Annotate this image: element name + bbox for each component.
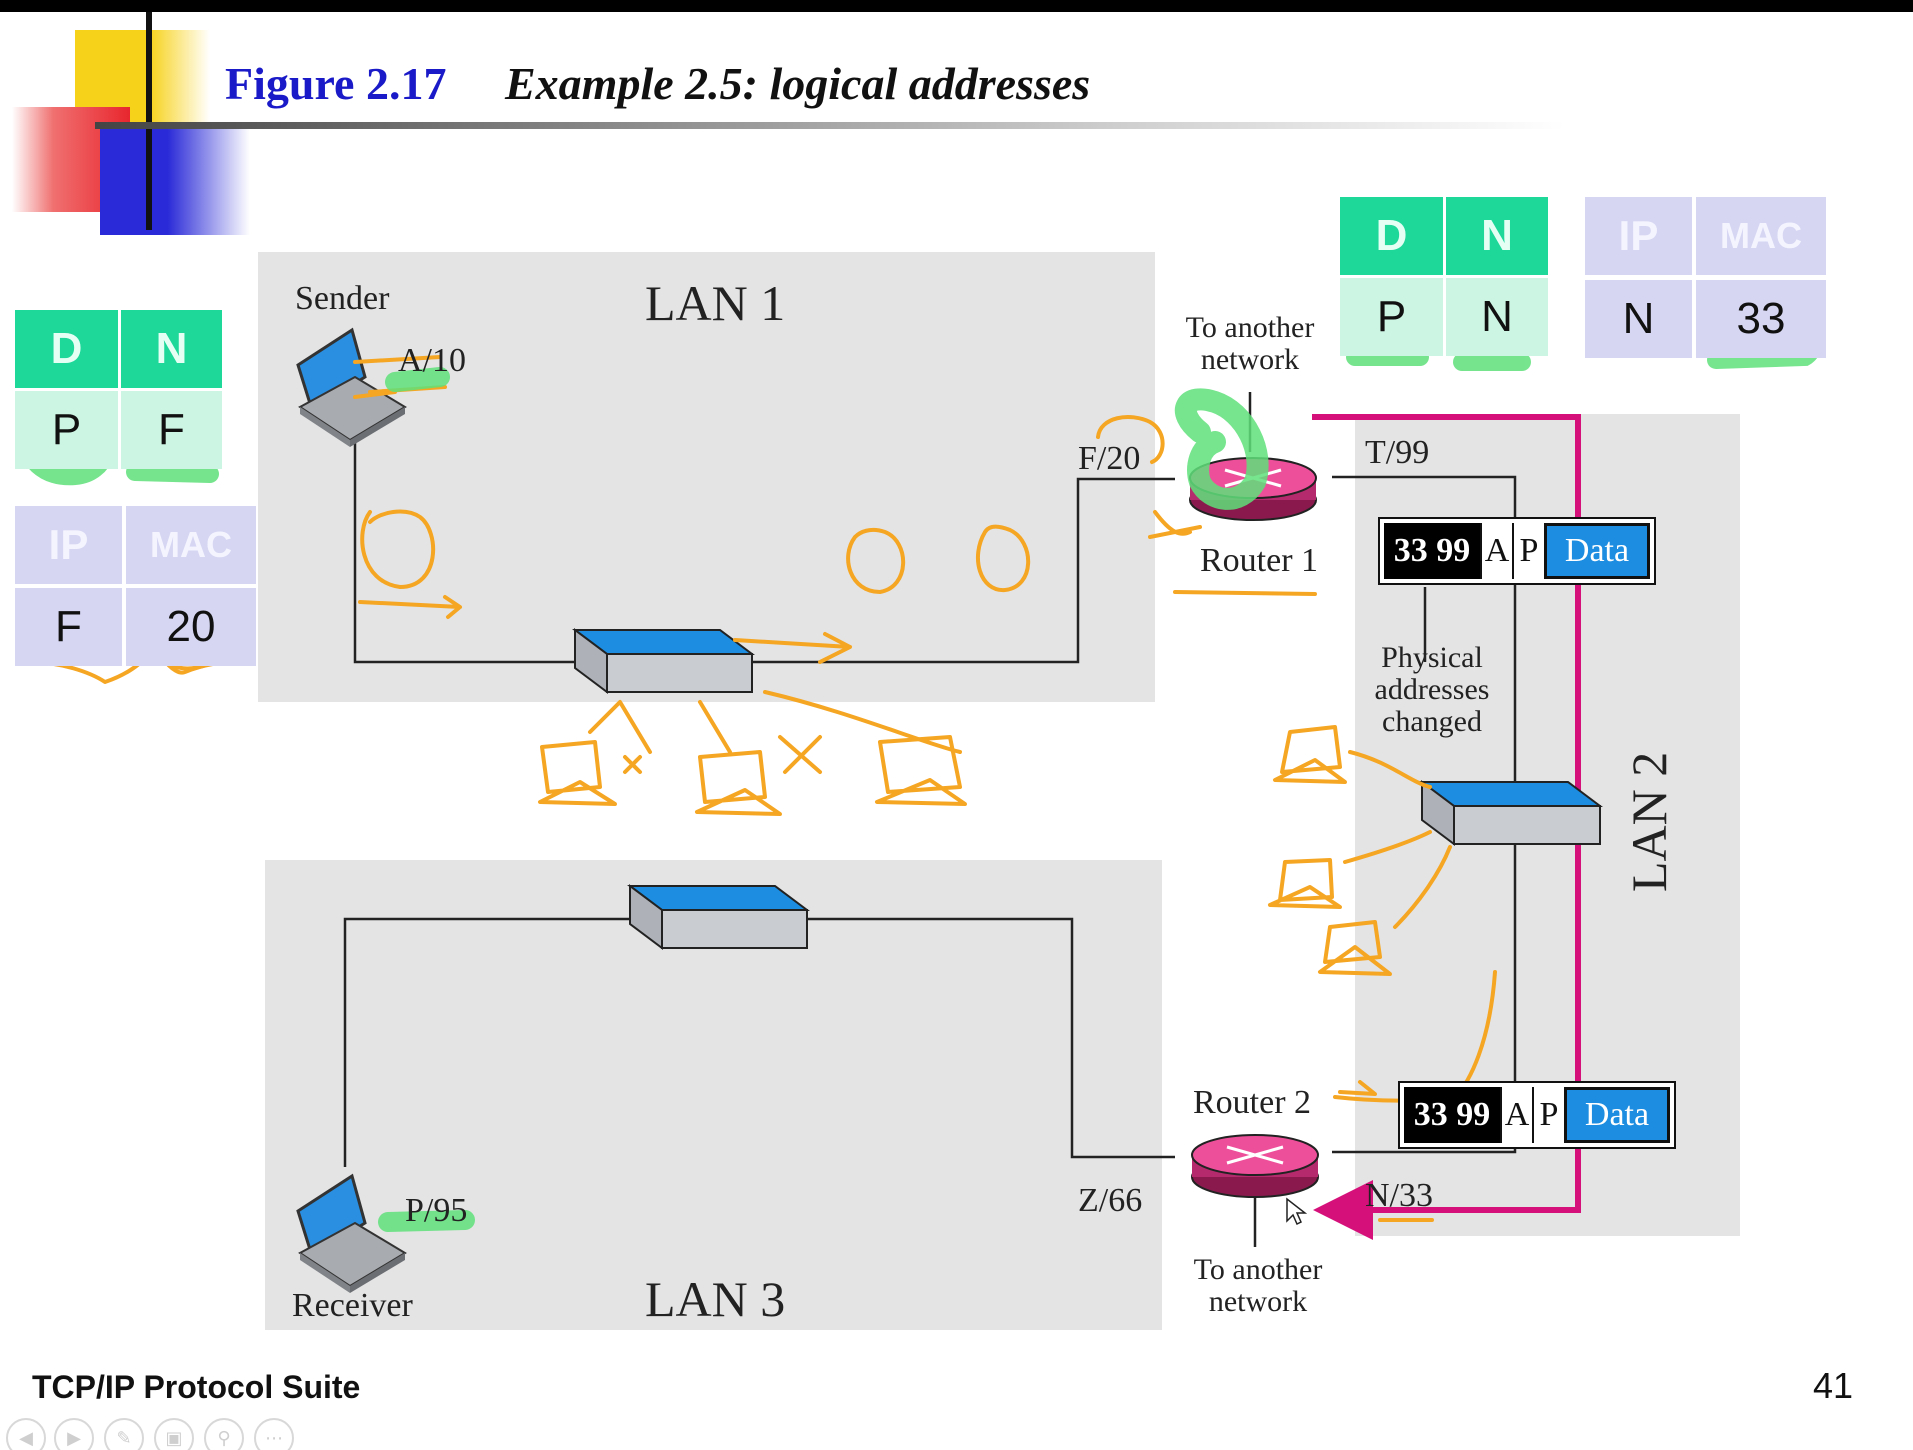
ip-src: A: [1480, 523, 1512, 579]
frame-lan2-top: 33 99 A P Data: [1378, 517, 1656, 585]
lan2-switch: [1419, 780, 1603, 846]
router2-other-network: To another network: [1193, 1253, 1323, 1318]
router1-other-network: To another network: [1185, 311, 1315, 376]
right-table-header-ip: IP: [1585, 197, 1692, 275]
pen-icon[interactable]: ✎: [104, 1418, 144, 1450]
right-table-header-n: N: [1446, 197, 1548, 275]
ip-dst: P: [1532, 1087, 1564, 1143]
receiver-address: P/95: [405, 1192, 468, 1229]
figure-title: Example 2.5: logical addresses: [505, 58, 1091, 109]
zoom-icon[interactable]: ⚲: [204, 1418, 244, 1450]
ip-dst: P: [1512, 523, 1544, 579]
right-table-header-d: D: [1340, 197, 1443, 275]
frame-mac-header: 33 99: [1404, 1087, 1500, 1143]
mouse-cursor-icon: [1286, 1197, 1307, 1226]
left-table-header-mac: MAC: [126, 506, 256, 584]
mac-src: 99: [1456, 1096, 1491, 1133]
ip-src: A: [1500, 1087, 1532, 1143]
router2-left-address: Z/66: [1078, 1182, 1143, 1219]
router1-left-address: F/20: [1078, 440, 1141, 477]
frame-lan2-bottom: 33 99 A P Data: [1398, 1081, 1676, 1149]
right-table-value-ip: N: [1585, 280, 1692, 358]
slides-icon[interactable]: ▣: [154, 1418, 194, 1450]
mac-dst: 33: [1393, 532, 1428, 569]
payload: Data: [1564, 1087, 1670, 1143]
right-table-value-d: P: [1340, 278, 1443, 356]
lan1-area: [258, 252, 1155, 702]
page-number: 41: [1813, 1365, 1854, 1406]
lan1-wires: [353, 427, 1175, 664]
frame-note: Physical addresses changed: [1374, 641, 1490, 738]
receiver-laptop-icon: [296, 1173, 407, 1293]
title-rule: [95, 122, 1565, 129]
lan2-label: LAN 2: [1621, 751, 1677, 892]
left-table-value-d: P: [15, 391, 118, 469]
router2-label: Router 2: [1193, 1084, 1312, 1121]
payload: Data: [1544, 523, 1650, 579]
mac-dst: 33: [1413, 1096, 1448, 1133]
left-table-header-ip: IP: [15, 506, 122, 584]
right-table-value-n: N: [1446, 278, 1548, 356]
left-table-value-n: F: [121, 391, 222, 469]
lan3-switch: [627, 884, 810, 950]
lan3-wires: [343, 917, 1175, 1167]
footer-title: TCP/IP Protocol Suite: [32, 1369, 361, 1405]
previous-slide-icon[interactable]: ◀: [6, 1418, 46, 1450]
left-table-value-mac: 20: [126, 588, 256, 666]
sender-label: Sender: [295, 280, 390, 317]
frame-mac-header: 33 99: [1384, 523, 1480, 579]
mac-src: 99: [1436, 532, 1471, 569]
lan1-label: LAN 1: [645, 275, 786, 331]
router2-right-address: N/33: [1365, 1177, 1433, 1214]
right-table-value-mac: 33: [1696, 280, 1826, 358]
sender-address: A/10: [398, 342, 466, 379]
logo-vertical-line: [146, 12, 152, 230]
lan1-switch: [572, 628, 755, 694]
router1-label: Router 1: [1200, 542, 1319, 579]
router1-right-address: T/99: [1365, 434, 1430, 471]
left-table-value-ip: F: [15, 588, 122, 666]
receiver-label: Receiver: [292, 1287, 413, 1324]
right-table-header-mac: MAC: [1696, 197, 1826, 275]
lan2-wires: [1248, 392, 1517, 1247]
router2-icon: [1191, 1134, 1319, 1198]
lan3-label: LAN 3: [645, 1271, 786, 1327]
left-table-header-n: N: [121, 310, 222, 388]
more-icon[interactable]: ⋯: [254, 1418, 294, 1450]
slide: Figure 2.17 Example 2.5: logical address…: [0, 12, 1913, 1450]
next-slide-icon[interactable]: ▶: [54, 1418, 94, 1450]
logo-blue-square: [100, 127, 250, 235]
figure-number: Figure 2.17: [225, 58, 447, 109]
left-table-header-d: D: [15, 310, 118, 388]
